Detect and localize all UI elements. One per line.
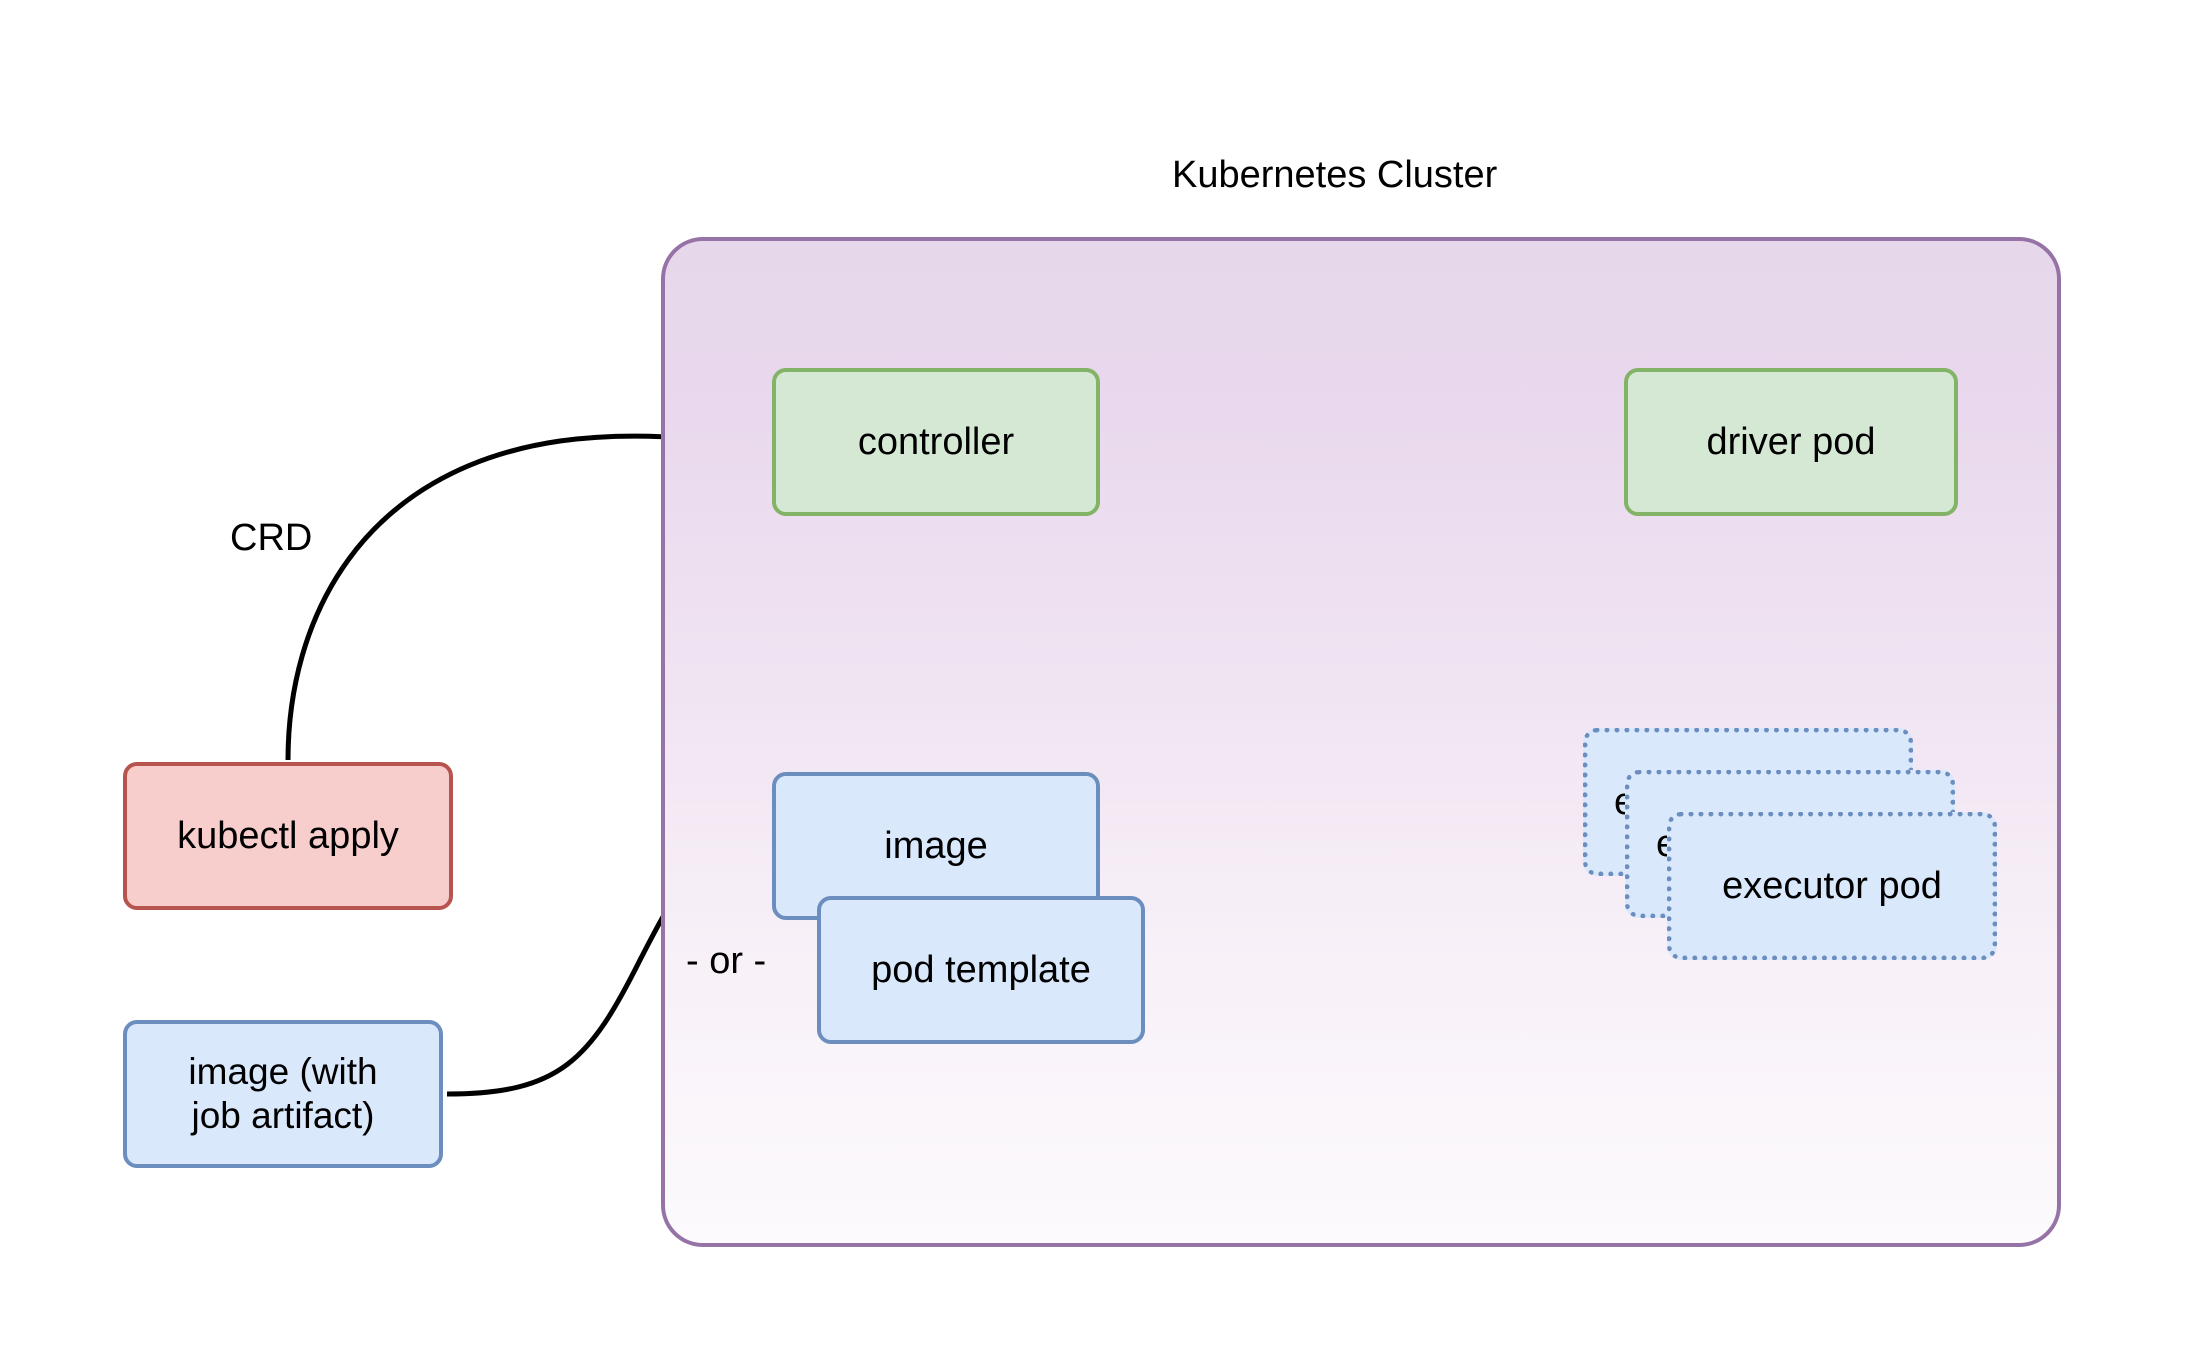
node-kubectl-apply[interactable]: kubectl apply xyxy=(123,762,453,910)
node-driver-pod[interactable]: driver pod xyxy=(1624,368,1958,516)
node-image[interactable]: image xyxy=(772,772,1100,920)
crd-edge-label: CRD xyxy=(230,517,313,559)
node-image-with-job-artifact[interactable]: image (with job artifact) xyxy=(123,1020,443,1168)
node-pod-template[interactable]: pod template xyxy=(817,896,1145,1044)
cluster-title: Kubernetes Cluster xyxy=(1172,154,1498,196)
node-controller[interactable]: controller xyxy=(772,368,1100,516)
node-executor-pod-front[interactable]: executor pod xyxy=(1667,812,1997,960)
or-separator-label: - or - xyxy=(686,940,767,982)
